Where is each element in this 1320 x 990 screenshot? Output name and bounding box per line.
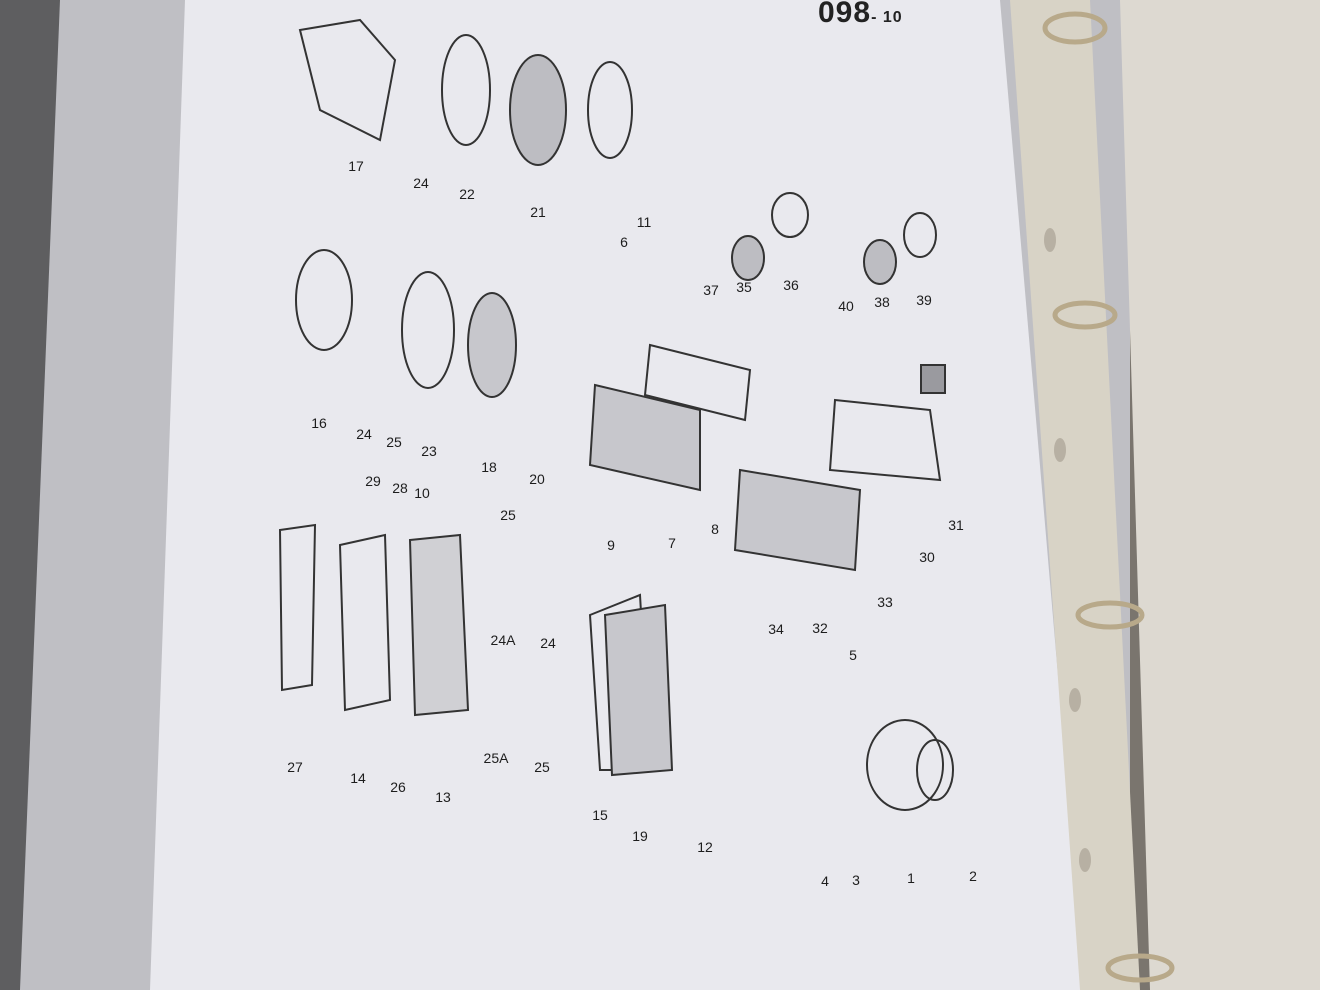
- part-number-label: 16: [311, 415, 327, 431]
- next-page: [1120, 0, 1320, 990]
- part-number-label: 30: [919, 549, 935, 565]
- part-number-label: 4: [821, 873, 829, 889]
- part-number-label: 23: [421, 443, 437, 459]
- part-number-label: 11: [636, 214, 652, 230]
- part-number-label: 14: [350, 770, 366, 786]
- part-number-label: 27: [287, 759, 303, 775]
- part-number-label: 29: [365, 473, 381, 489]
- part-number-label: 36: [783, 277, 799, 293]
- part-number-label: 21: [530, 204, 546, 220]
- part-number-label: 28: [392, 480, 408, 496]
- part-number-label: 10: [414, 485, 430, 501]
- part-number-label: 12: [697, 839, 713, 855]
- binder-rings: [1042, 11, 1175, 983]
- part-number-label: 15: [592, 807, 608, 823]
- part-number-label: 39: [916, 292, 932, 308]
- part-number-label: 25: [386, 434, 402, 450]
- part-number-label: 37: [703, 282, 719, 298]
- part-number-label: 17: [348, 158, 364, 174]
- part-number-label: 13: [435, 789, 451, 805]
- part-number-label: 24: [413, 175, 429, 191]
- part-number-label: 40: [838, 298, 854, 314]
- part-number-label: 24A: [490, 632, 516, 648]
- part-number-label: 7: [668, 535, 676, 551]
- page-number: 098- 10: [818, 0, 903, 29]
- part-number-label: 38: [874, 294, 890, 310]
- part-number-label: 31: [948, 517, 964, 533]
- part-number-label: 18: [481, 459, 497, 475]
- part-number-label: 22: [459, 186, 475, 202]
- part-number-label: 25A: [483, 750, 509, 766]
- catalog-page: [150, 0, 1085, 990]
- part-number-label: 6: [620, 234, 628, 250]
- part-number-label: 34: [768, 621, 784, 637]
- binder-punch-holes: [1044, 228, 1091, 872]
- parts-drawings: [278, 18, 954, 811]
- part-number-label: 2: [969, 868, 977, 884]
- part-number-label: 5: [849, 647, 857, 663]
- part-number-label: 24: [540, 635, 556, 651]
- part-number-label: 25: [500, 507, 516, 523]
- binder-spine-strip: [1010, 0, 1140, 990]
- part-number-label: 25: [534, 759, 550, 775]
- part-number-label: 32: [812, 620, 828, 636]
- part-number-label: 26: [390, 779, 406, 795]
- part-number-label: 9: [607, 537, 615, 553]
- part-number-label: 1: [907, 870, 915, 886]
- part-number-label: 35: [736, 279, 752, 295]
- part-number-label: 33: [877, 594, 893, 610]
- part-number-label: 19: [632, 828, 648, 844]
- part-number-label: 24: [356, 426, 372, 442]
- part-number-label: 8: [711, 521, 719, 537]
- part-number-label: 20: [529, 471, 545, 487]
- part-number-label: 3: [852, 872, 860, 888]
